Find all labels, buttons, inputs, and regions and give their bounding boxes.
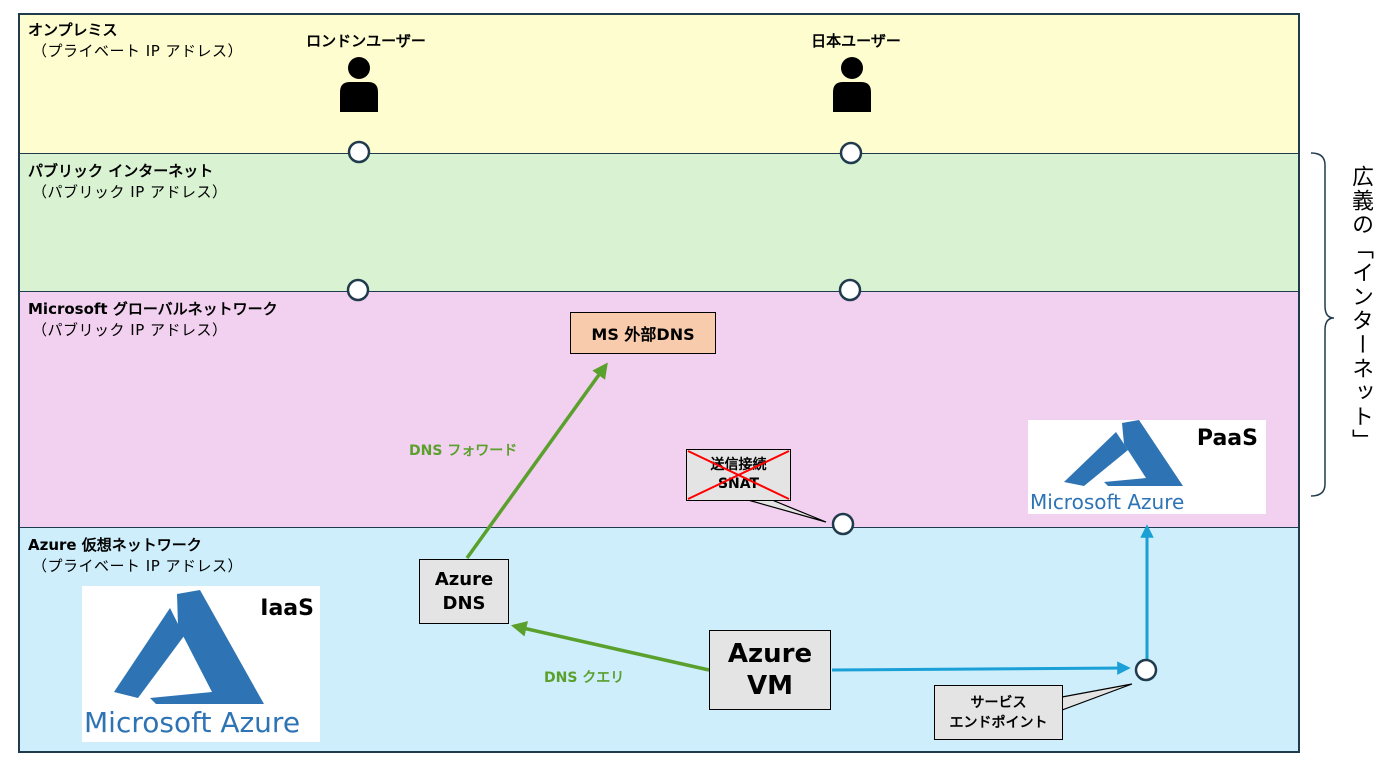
dns-forward-label: DNS フォワード <box>409 443 518 459</box>
service-endpoint-box: サービス エンドポイント <box>934 685 1063 740</box>
snat-boundary-node <box>831 512 855 536</box>
ms-external-dns-label: MS 外部DNS <box>591 325 695 344</box>
london-user-person-icon <box>340 57 378 112</box>
japan-msnet-boundary-node <box>838 278 862 302</box>
azure-vm-label-line1: Azure <box>727 639 813 669</box>
internet-brace <box>1310 152 1335 497</box>
ms-external-dns-box: MS 外部DNS <box>570 312 716 354</box>
azure-vm-box: Azure VM <box>709 630 831 710</box>
azure-vm-label-line2: VM <box>747 671 793 701</box>
azure-vnet-zone-title: Azure 仮想ネットワーク <box>28 536 202 554</box>
dns-query-arrow <box>510 621 710 672</box>
onprem-zone-subtitle: （プライベート IP アドレス） <box>32 42 244 60</box>
azure-dns-label-line1: Azure <box>434 568 494 590</box>
broad-internet-label: 広義の「インターネット」 <box>1348 165 1373 453</box>
service-endpoint-node <box>1134 658 1158 682</box>
azure-vnet-zone-subtitle: （プライベート IP アドレス） <box>32 557 244 575</box>
service-endpoint-label-line1: サービス <box>970 694 1027 711</box>
ms-global-network-zone-title: Microsoft グローバルネットワーク <box>28 300 278 318</box>
snat-cross-mark <box>687 450 790 500</box>
public-internet-zone: パブリック インターネット （パブリック IP アドレス） <box>18 153 1300 291</box>
london-msnet-boundary-node <box>346 278 370 302</box>
service-endpoint-callout-tail <box>1061 683 1133 711</box>
snat-box: 送信接続 SNAT <box>686 449 791 501</box>
public-internet-zone-title: パブリック インターネット <box>28 162 214 180</box>
iaas-brand-text: Microsoft Azure <box>84 706 301 739</box>
azure-logo-icon <box>1064 420 1183 486</box>
snat-callout-tail <box>747 499 827 523</box>
iaas-label: IaaS <box>260 596 314 621</box>
dns-forward-arrow <box>465 362 608 560</box>
onprem-zone: オンプレミス （プライベート IP アドレス） <box>18 13 1300 153</box>
london-onprem-boundary-node <box>347 140 371 164</box>
iaas-azure-logo: IaaS Microsoft Azure <box>82 586 320 742</box>
azure-logo-icon <box>114 590 264 704</box>
service-endpoint-label-line2: エンドポイント <box>949 714 1048 731</box>
paas-azure-logo: PaaS Microsoft Azure <box>1028 420 1266 514</box>
ms-global-network-zone-subtitle: （パブリック IP アドレス） <box>32 321 228 339</box>
paas-label: PaaS <box>1196 426 1258 451</box>
vm-to-service-endpoint-arrow <box>831 661 1131 675</box>
azure-dns-label-line2: DNS <box>442 592 486 614</box>
japan-user-label: 日本ユーザー <box>811 32 901 50</box>
japan-user-person-icon <box>833 57 871 112</box>
public-internet-zone-subtitle: （パブリック IP アドレス） <box>32 183 228 201</box>
azure-dns-box: Azure DNS <box>419 559 509 624</box>
dns-query-label: DNS クエリ <box>544 670 625 686</box>
london-user-label: ロンドンユーザー <box>306 32 426 50</box>
japan-onprem-boundary-node <box>839 141 863 165</box>
paas-brand-text: Microsoft Azure <box>1030 490 1185 514</box>
onprem-zone-title: オンプレミス <box>28 21 118 39</box>
